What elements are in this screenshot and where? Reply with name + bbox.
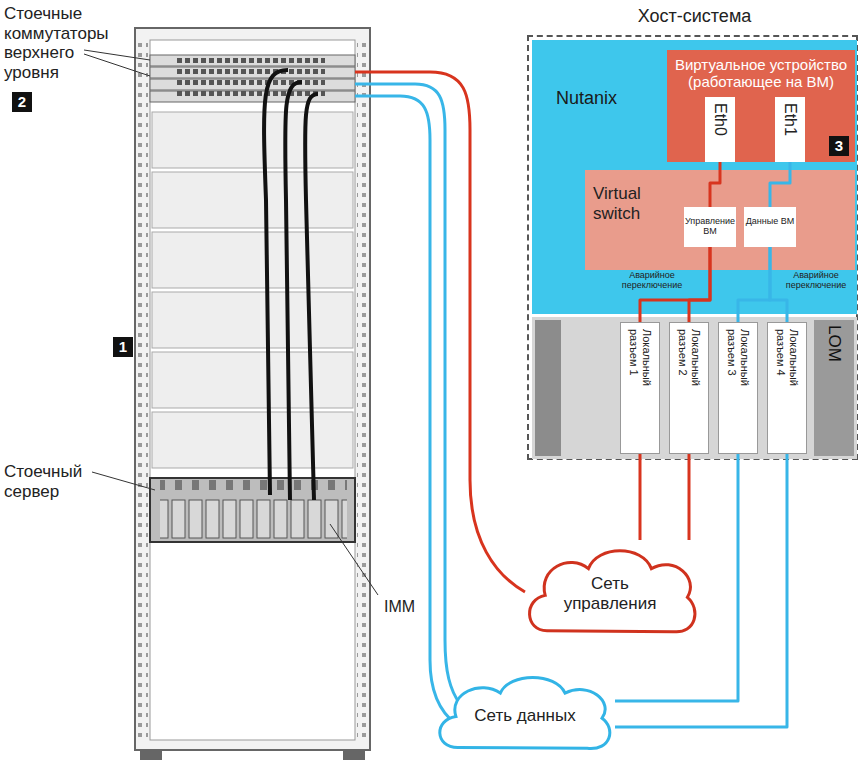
node-label: Virtual switch <box>593 184 681 223</box>
management-wire <box>355 72 525 592</box>
rack-server <box>150 478 355 542</box>
network-cloud: Сеть данных <box>430 668 615 760</box>
rack-rail <box>357 40 367 740</box>
local-port-box: Локальный разъем 3 <box>718 322 758 454</box>
host-system-box: Хост-системаNutanixВиртуальное устройств… <box>527 35 858 460</box>
part-label: Стоечный сервер <box>4 462 100 501</box>
blank-panels <box>152 112 353 468</box>
eth-port-box: Eth0 <box>705 97 735 162</box>
node-label: Локальный разъем 3 <box>725 329 750 413</box>
node-label: Eth0 <box>711 103 729 157</box>
virtual-switch-box: Virtual switchУправление ВМ Данные ВМ <box>585 170 855 270</box>
node-label: Данные ВМ <box>745 216 795 226</box>
rack-feet <box>140 750 365 760</box>
network-link <box>770 247 787 322</box>
callout-number: 2 <box>12 92 32 112</box>
rack-rail <box>138 40 148 740</box>
network-link <box>738 247 770 322</box>
rack-frame <box>135 28 370 750</box>
network-link <box>639 454 642 540</box>
failover-note: Аварийное переключение <box>780 270 852 291</box>
node-label: Сеть управления <box>555 574 665 613</box>
network-link <box>689 247 710 322</box>
node-label: Eth1 <box>781 103 799 157</box>
local-port-box: Локальный разъем 4 <box>767 322 807 454</box>
data-wire <box>355 84 460 704</box>
network-link <box>640 247 710 322</box>
server-cables <box>264 70 318 500</box>
network-link <box>615 454 787 727</box>
local-port-box: Локальный разъем 1 <box>620 322 660 454</box>
node-label: Локальный разъем 2 <box>676 329 701 413</box>
eth-port-box: Eth1 <box>775 97 805 162</box>
strip-end <box>535 320 561 456</box>
node-label: LOM <box>824 325 844 385</box>
part-label: Стоечные коммутаторы верхнего уровня <box>4 4 116 82</box>
top-of-rack-switches <box>150 55 355 102</box>
node-label: Виртуальное устройство (работающее на ВМ… <box>671 56 851 91</box>
node-label: Локальный разъем 1 <box>627 329 652 413</box>
part-label: IMM <box>384 598 424 616</box>
vm-port-group-box: Данные ВМ <box>744 207 796 247</box>
leader-lines <box>84 50 378 595</box>
network-link <box>615 454 738 701</box>
node-label: Управление ВМ <box>685 216 735 237</box>
network-link <box>688 454 691 540</box>
vm-port-group-box: Управление ВМ <box>684 207 736 247</box>
lom-strip: LOM Локальный разъем 1 Локальный разъем 2 Л… <box>532 317 857 459</box>
data-wire <box>355 96 456 724</box>
network-cloud: Сеть управления <box>520 540 700 645</box>
node-label: Локальный разъем 4 <box>774 329 799 413</box>
network-link <box>770 162 790 207</box>
local-port-box: Локальный разъем 2 <box>669 322 709 454</box>
virtual-appliance-box: Виртуальное устройство (работающее на ВМ… <box>667 50 855 162</box>
callout-number: 3 <box>829 136 849 156</box>
node-label: Nutanix <box>556 88 666 109</box>
cloud-shape <box>440 677 610 748</box>
cloud-shape <box>530 551 695 632</box>
callout-number: 1 <box>113 337 133 357</box>
node-label: Хост-система <box>529 6 860 27</box>
node-label: Сеть данных <box>450 706 600 726</box>
rack-interior <box>150 40 355 740</box>
failover-note: Аварийное переключение <box>612 270 692 291</box>
network-link <box>710 162 720 207</box>
